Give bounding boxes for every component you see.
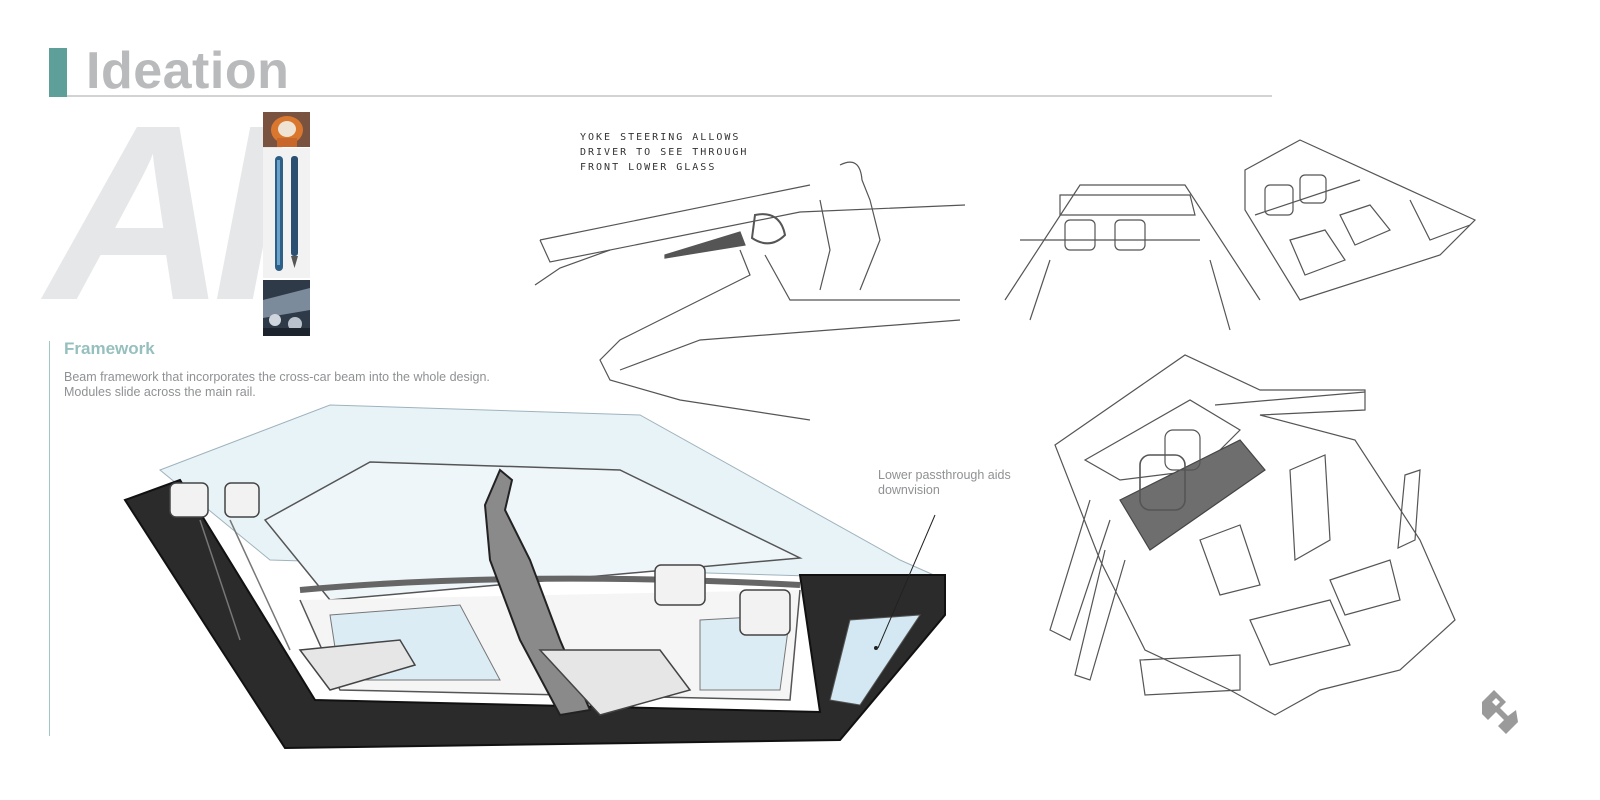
section-body: Beam framework that incorporates the cro…	[64, 370, 534, 400]
main-interior-sketch	[123, 404, 946, 750]
annotation-line: Lower passthrough aids	[878, 468, 1011, 482]
interior-sketch-a	[1004, 184, 1261, 331]
thumbnail-astronaut	[263, 112, 310, 147]
title-divider	[67, 95, 1272, 97]
thumbnail-scene	[263, 280, 310, 336]
handnote-line: YOKE STEERING ALLOWS	[580, 132, 741, 143]
section-body-line: Beam framework that incorporates the cro…	[64, 370, 490, 384]
callout-annotation: Lower passthrough aids downvision	[878, 468, 1048, 498]
title-accent-bar	[49, 48, 67, 97]
page-title: Ideation	[86, 42, 290, 100]
interior-sketch-b	[1244, 139, 1477, 301]
brand-logo-icon	[1482, 690, 1518, 734]
sketch-handwritten-note: YOKE STEERING ALLOWS DRIVER TO SEE THROU…	[580, 130, 748, 175]
annotation-line: downvision	[878, 483, 940, 497]
handnote-line: DRIVER TO SEE THROUGH	[580, 147, 749, 158]
yoke-steering-sketch	[534, 161, 966, 421]
astronaut-thumbnail-image	[263, 112, 310, 147]
pens-thumbnail-image	[263, 148, 310, 278]
section-body-line: Modules slide across the main rail.	[64, 385, 256, 399]
big-letter-watermark: AI	[46, 73, 282, 352]
handnote-line: FRONT LOWER GLASS	[580, 162, 717, 173]
thumbnail-pens	[263, 148, 310, 278]
section-side-rule	[49, 341, 50, 736]
scene-thumbnail-image	[263, 280, 310, 336]
top-down-interior-sketch	[1049, 354, 1456, 716]
section-heading: Framework	[64, 339, 155, 358]
